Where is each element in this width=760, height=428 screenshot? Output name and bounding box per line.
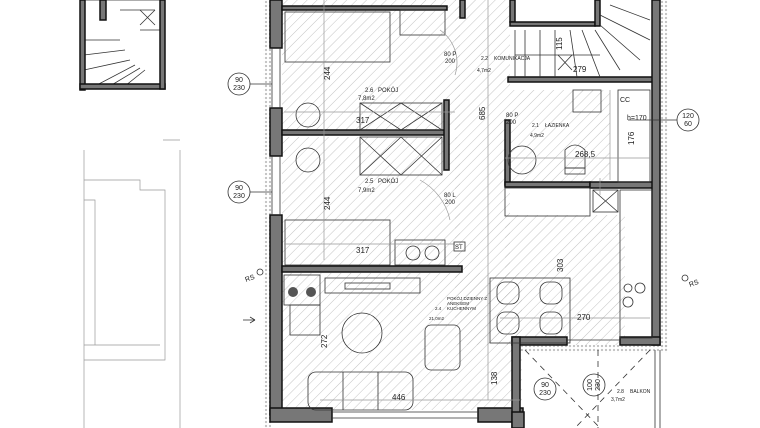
floor-hatch (282, 0, 625, 410)
svg-text:2.8: 2.8 (617, 389, 624, 395)
neighbour-stair (79, 0, 166, 91)
window-tag: 100 230 (582, 373, 606, 397)
svg-text:230: 230 (233, 193, 245, 200)
bedroom-furniture (284, 9, 458, 266)
svg-text:230: 230 (595, 379, 602, 391)
window-tag: 120 60 (628, 108, 700, 132)
svg-text:BALKON: BALKON (630, 389, 651, 395)
svg-text:317: 317 (356, 246, 370, 255)
svg-text:270: 270 (577, 313, 591, 322)
staircase (514, 4, 651, 78)
insulation-balcony (520, 345, 668, 353)
kitchen-fixtures (489, 187, 653, 344)
svg-text:4,7m2: 4,7m2 (477, 68, 491, 74)
svg-text:h=170: h=170 (627, 115, 647, 122)
svg-text:60: 60 (684, 121, 692, 128)
svg-text:115: 115 (555, 37, 564, 50)
svg-text:RS: RS (244, 274, 256, 284)
svg-text:ŁAZIENKA: ŁAZIENKA (545, 123, 570, 129)
dimension-texts: 244 317 244 317 685 115 279 268,5 176 h=… (320, 37, 647, 402)
svg-text:7,8m2: 7,8m2 (358, 96, 375, 102)
dimension-lines (284, 0, 650, 401)
svg-text:138: 138 (490, 371, 499, 385)
svg-text:279: 279 (573, 65, 587, 74)
svg-text:200: 200 (506, 120, 517, 126)
svg-text:200: 200 (445, 200, 456, 206)
svg-text:21,0m2: 21,0m2 (429, 316, 445, 321)
cc-marker: CC (620, 97, 630, 104)
insulation-left (263, 0, 271, 428)
svg-text:303: 303 (556, 258, 565, 272)
rs-marker-left: RS (244, 268, 264, 284)
svg-text:268,5: 268,5 (575, 150, 596, 159)
svg-text:3,7m2: 3,7m2 (611, 397, 625, 403)
svg-text:80 P: 80 P (444, 52, 456, 58)
svg-text:2.4: 2.4 (435, 306, 442, 311)
svg-text:90: 90 (541, 382, 549, 389)
room-label-2.5: 2.5 POKÓJ 7,9m2 (358, 178, 398, 194)
living-furniture (283, 274, 461, 411)
window-tag: 90 230 (533, 377, 557, 401)
room-name: POKÓJ DZIENNY Z ANEKSEM KUCHENNYM (447, 296, 488, 311)
svg-text:2.5: 2.5 (365, 179, 374, 185)
svg-text:POKÓJ: POKÓJ (378, 178, 398, 185)
room-label-2.4: 2.4 POKÓJ DZIENNY Z ANEKSEM KUCHENNYM 21… (429, 296, 488, 321)
svg-text:2.6: 2.6 (365, 88, 374, 94)
svg-text:RS: RS (688, 279, 700, 289)
neighbour-outline (83, 139, 181, 428)
svg-text:120: 120 (682, 113, 694, 120)
entrance-arrow-icon (243, 316, 256, 324)
st-marker: ST (453, 241, 466, 252)
svg-text:230: 230 (539, 390, 551, 397)
balcony (524, 349, 661, 428)
window-tag: 90 230 (227, 72, 272, 96)
svg-text:272: 272 (320, 334, 329, 348)
svg-text:317: 317 (356, 116, 370, 125)
room-label-2.2: 2.2 KOMUNIKACJA 4,7m2 (477, 56, 531, 74)
svg-text:685: 685 (478, 106, 487, 120)
room-label-2.8: 2.8 BALKON 3,7m2 (611, 389, 651, 403)
bathroom-fixtures (507, 89, 651, 183)
room-label-2.6: 2.6 POKÓJ 7,8m2 (358, 87, 398, 102)
door-labels: 80 P 200 80 P 200 80 L 200 (444, 52, 518, 206)
svg-text:230: 230 (233, 85, 245, 92)
svg-text:244: 244 (323, 196, 332, 210)
svg-text:244: 244 (323, 66, 332, 80)
svg-text:4,9m2: 4,9m2 (530, 133, 544, 139)
room-label-2.1: 2.1 ŁAZIENKA 4,9m2 (530, 123, 570, 139)
svg-text:POKÓJ: POKÓJ (378, 87, 398, 94)
svg-text:2.2: 2.2 (481, 56, 488, 62)
svg-text:90: 90 (235, 185, 243, 192)
svg-text:ST: ST (455, 245, 463, 251)
walls (269, 0, 661, 428)
svg-text:176: 176 (627, 131, 636, 145)
svg-text:200: 200 (445, 59, 456, 65)
svg-text:446: 446 (392, 393, 406, 402)
svg-text:90: 90 (235, 77, 243, 84)
svg-text:100: 100 (587, 379, 594, 391)
rs-marker-right: RS (681, 274, 700, 289)
svg-text:80 L: 80 L (444, 193, 456, 199)
svg-text:KOMUNIKACJA: KOMUNIKACJA (494, 56, 531, 62)
svg-text:2.1: 2.1 (532, 123, 539, 129)
svg-text:80 P: 80 P (506, 113, 518, 119)
window-tag: 90 230 (227, 180, 272, 204)
insulation-right (660, 0, 668, 350)
svg-text:7,9m2: 7,9m2 (358, 188, 375, 194)
